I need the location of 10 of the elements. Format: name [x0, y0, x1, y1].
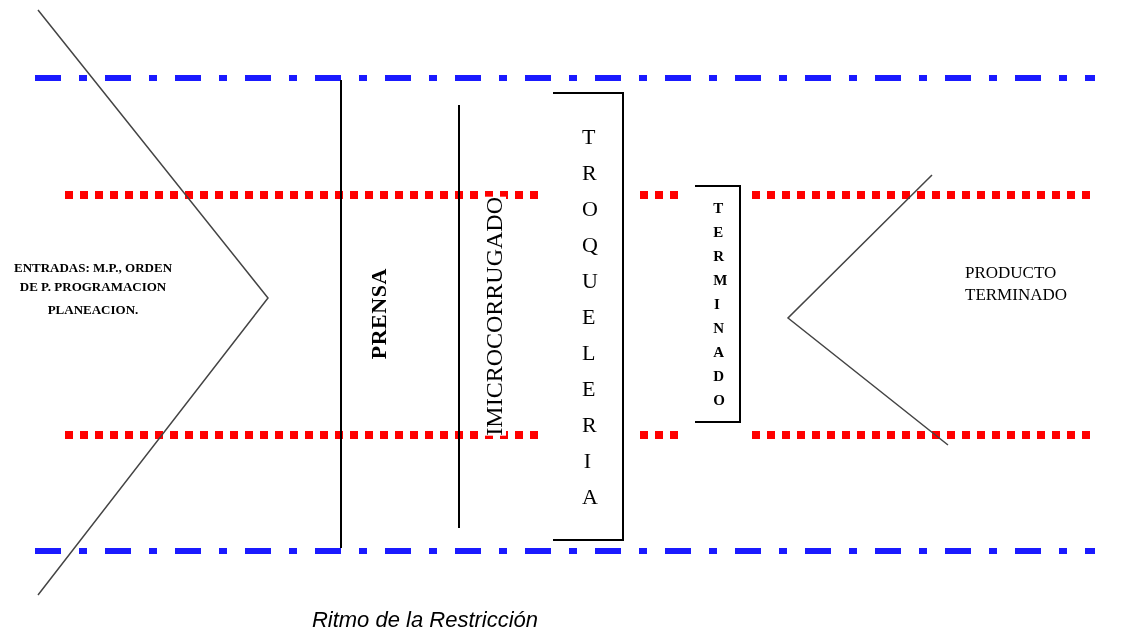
process-label: IMICROCORRUGADO [482, 197, 506, 436]
output-text: PRODUCTO TERMINADO [965, 262, 1068, 306]
process-label: TERMINADO [712, 199, 729, 410]
input-text: PLANEACION. [47, 301, 139, 319]
process-label: TROQUELERIA [581, 122, 604, 511]
caption: Ritmo de la Restricción [310, 606, 540, 632]
input-text: ENTRADAS: M.P., ORDEN DE P. PROGRAMACION [12, 259, 174, 296]
process-label: PRENSA [365, 268, 392, 360]
process-box [695, 185, 741, 423]
process-box [553, 92, 624, 541]
